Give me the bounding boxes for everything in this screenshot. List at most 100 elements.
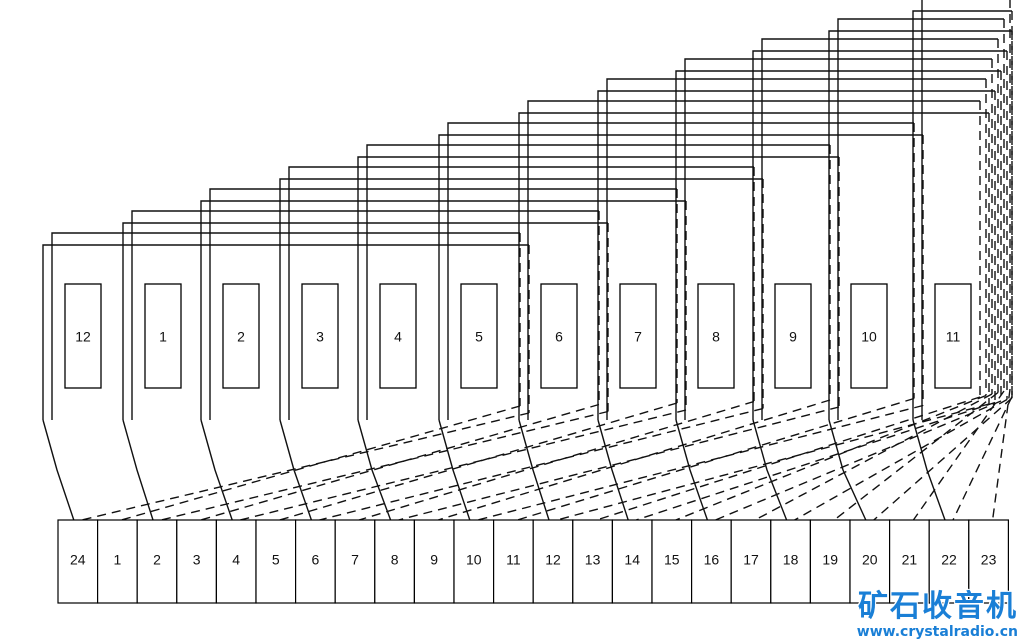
- coil: 10: [850, 283, 888, 389]
- commutator-dashed-lead: [358, 400, 755, 521]
- commutator-segment-label: 19: [822, 552, 838, 568]
- commutator-segment-box: [651, 519, 693, 604]
- commutator-segment: 1: [96, 519, 138, 604]
- commutator-dashed-lead: [912, 390, 1005, 521]
- commutator-segment-label: 22: [941, 552, 957, 568]
- commutator-segment-box: [888, 519, 930, 604]
- coil-box: [850, 283, 888, 389]
- commutator-segment-box: [611, 519, 653, 604]
- commutator-segment-label: 1: [114, 552, 122, 568]
- watermark-url: www.crystalradio.cn: [856, 624, 1018, 640]
- coil-label: 2: [237, 329, 245, 345]
- coil: 3: [301, 283, 339, 389]
- commutator-segment-label: 2: [153, 552, 161, 568]
- winding-solid-wire: [518, 112, 989, 420]
- commutator-segment: 14: [611, 519, 653, 604]
- winding-solid-wire: [837, 18, 1004, 420]
- commutator-solid-lead: [357, 419, 392, 521]
- commutator-segment: 7: [334, 519, 376, 604]
- commutator-segment-label: 18: [783, 552, 799, 568]
- commutator-segment-label: 14: [624, 552, 640, 568]
- coil-box: [460, 283, 498, 389]
- commutator-segment-label: 5: [272, 552, 280, 568]
- commutator-solid-lead: [279, 419, 313, 521]
- commutator-segment-box: [374, 519, 415, 604]
- commutator-segment-label: 16: [704, 552, 720, 568]
- winding-solid-wire: [131, 210, 599, 420]
- commutator-dashed-lead: [200, 403, 600, 521]
- commutator-segment-box: [96, 519, 138, 604]
- commutator-segment-label: 21: [902, 552, 918, 568]
- commutator-segment: 17: [730, 519, 772, 604]
- commutator-dashed-lead: [794, 398, 1008, 521]
- commutator-segment-label: 3: [193, 552, 201, 568]
- coil: 11: [934, 283, 972, 389]
- coil-box: [379, 283, 417, 389]
- commutator-segment-label: 10: [466, 552, 482, 568]
- commutator-segment-label: 11: [506, 552, 521, 568]
- commutator-segment-box: [295, 519, 336, 604]
- commutator-solid-lead: [518, 419, 550, 521]
- coil-label: 8: [712, 329, 720, 345]
- commutator-segment-box: [690, 519, 732, 604]
- commutator-segment: 6: [295, 519, 336, 604]
- commutator-segment: 9: [413, 519, 455, 604]
- coil: 7: [619, 283, 657, 389]
- commutator-segment-box: [334, 519, 376, 604]
- commutator-solid-lead: [752, 419, 788, 521]
- coil-box: [222, 283, 260, 389]
- coil-label: 12: [75, 329, 91, 345]
- commutator-segment-box: [968, 519, 1009, 604]
- commutator-segment: 13: [572, 519, 613, 604]
- commutator-segment: 3: [176, 519, 218, 604]
- commutator-segment: 8: [374, 519, 415, 604]
- coil-label: 1: [159, 329, 167, 345]
- coil: 12: [64, 283, 102, 389]
- commutator-segment: 24: [57, 519, 99, 604]
- commutator-segment: 19: [809, 519, 851, 604]
- commutator-segment: 15: [651, 519, 693, 604]
- coil: 1: [144, 283, 182, 389]
- commutator-segment-box: [493, 519, 534, 604]
- winding-solid-wire: [200, 200, 686, 420]
- coil: 9: [774, 283, 812, 389]
- commutator-dashed-lead: [991, 389, 1011, 521]
- winding-solid-wire: [357, 156, 839, 420]
- commutator-segment-box: [532, 519, 574, 604]
- coil-label: 6: [555, 329, 563, 345]
- watermark-title: 矿石收音机: [858, 589, 1018, 624]
- commutator-solid-lead: [675, 419, 709, 521]
- commutator-segment: 11: [493, 519, 534, 604]
- commutator-segment-label: 7: [351, 552, 359, 568]
- winding-solid-wire: [42, 244, 529, 420]
- coil: 8: [697, 283, 735, 389]
- coil: 2: [222, 283, 260, 389]
- commutator-solid-lead: [828, 419, 867, 521]
- winding-solid-wire: [606, 78, 986, 420]
- commutator-segment: 5: [255, 519, 297, 604]
- coil-box: [619, 283, 657, 389]
- winding-solid-wire: [921, 0, 923, 420]
- commutator-segment-label: 6: [312, 552, 320, 568]
- coil-label: 11: [946, 329, 961, 345]
- winding-solid-wire: [684, 58, 992, 420]
- commutator-dashed-lead: [715, 400, 1002, 521]
- commutator-segment-label: 9: [430, 552, 438, 568]
- coil-box: [301, 283, 339, 389]
- commutator-segment-label: 24: [70, 552, 86, 568]
- commutator-segment-label: 8: [391, 552, 399, 568]
- winding-solid-wire: [122, 222, 608, 420]
- commutator-solid-lead: [912, 419, 946, 521]
- coil-box: [540, 283, 578, 389]
- winding-solid-wire: [288, 166, 754, 420]
- commutator-dashed-lead: [319, 407, 764, 521]
- commutator-segment: 18: [770, 519, 811, 604]
- winding-solid-wire: [828, 30, 1012, 420]
- commutator-segment: 4: [215, 519, 257, 604]
- coil-label: 3: [316, 329, 324, 345]
- coil-box: [64, 283, 102, 389]
- commutator-solid-lead: [42, 419, 75, 521]
